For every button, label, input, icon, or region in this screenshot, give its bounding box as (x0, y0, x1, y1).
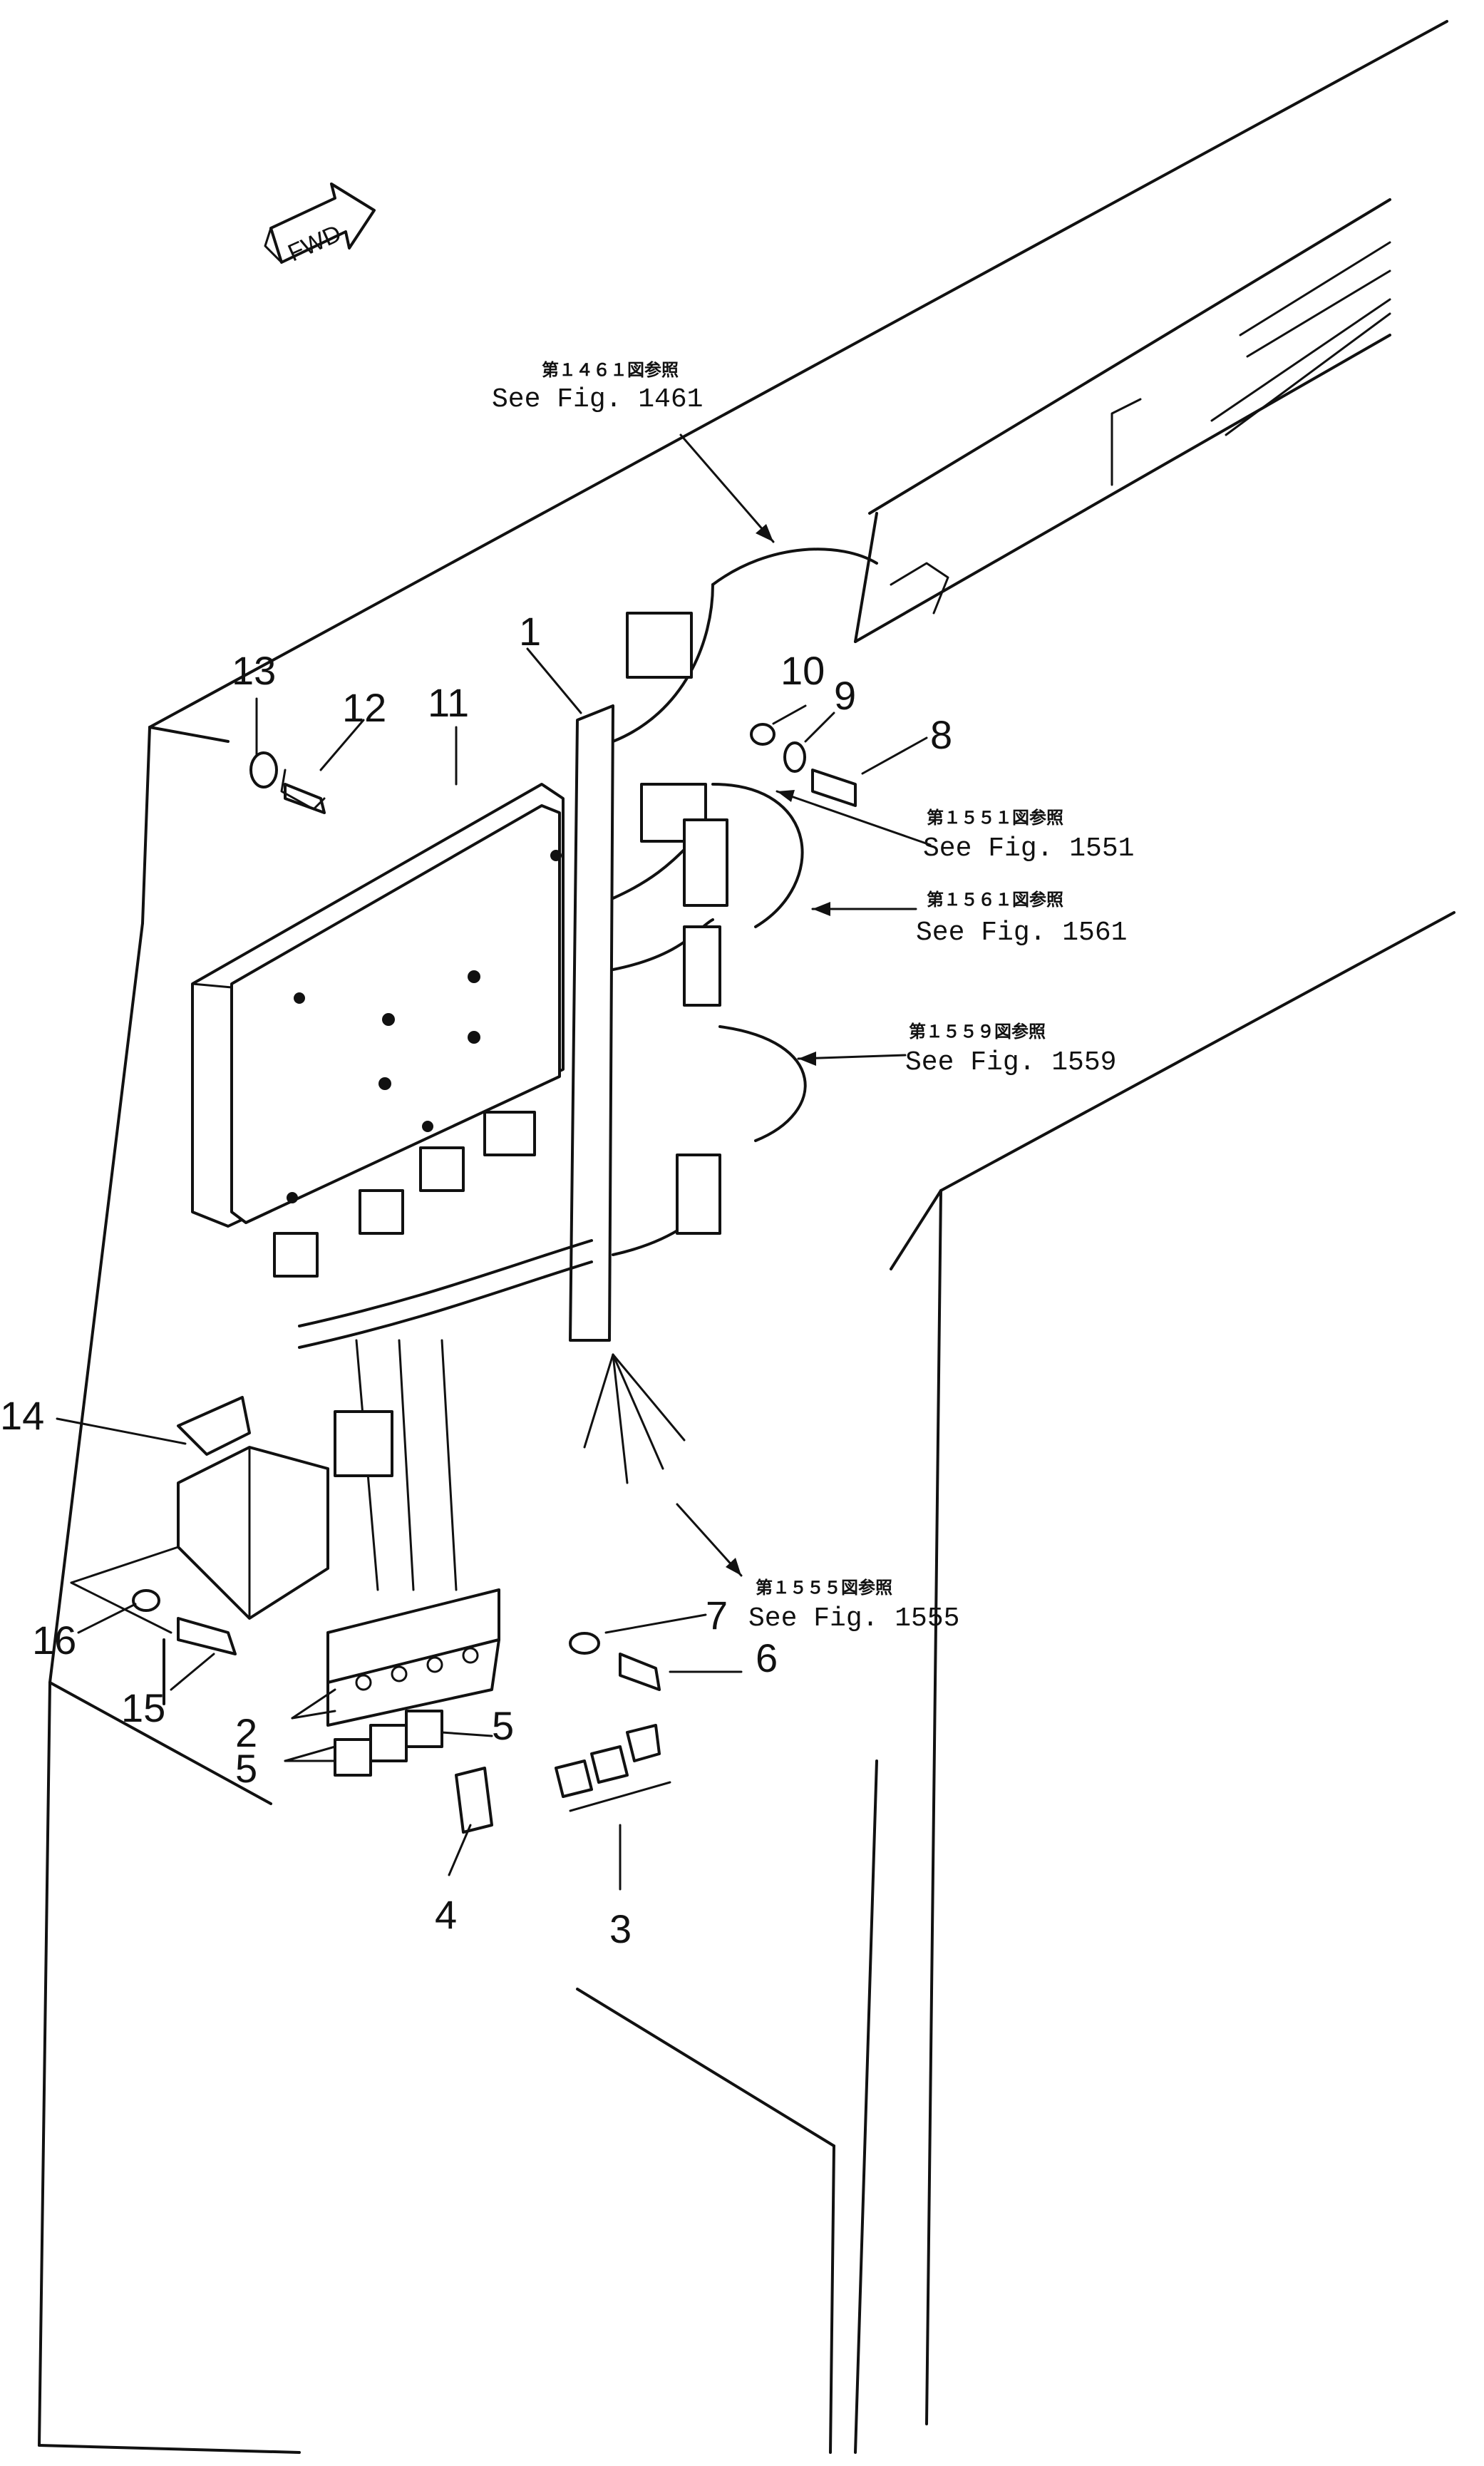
ecu-connector-4 (483, 1111, 536, 1156)
fuse-b (369, 1724, 408, 1762)
ref-1559-jp: 第１５５９図参照 (909, 1022, 1046, 1042)
callout-5-b: 5 (235, 1746, 257, 1791)
ref-1551-jp: 第１５５１図参照 (927, 808, 1063, 828)
fuse-a (334, 1738, 372, 1777)
ecu-connector-1 (273, 1232, 319, 1278)
callout-8: 8 (930, 712, 952, 757)
bolt-12 (284, 783, 326, 814)
callout-numbers: 1 2 3 4 5 5 6 7 8 9 10 11 12 13 14 15 16 (0, 609, 952, 1951)
figure-references: 第１４６１図参照 See Fig. 1461 第１５５１図参照 See Fig.… (492, 360, 1134, 1634)
callout-1: 1 (519, 609, 541, 654)
bolt-8 (811, 769, 857, 807)
washer-10 (750, 723, 776, 746)
ref-1561-jp: 第１５６１図参照 (927, 890, 1063, 910)
fuse-c (405, 1710, 443, 1748)
ref-1555-en: See Fig. 1555 (748, 1603, 959, 1634)
callout-7: 7 (706, 1593, 728, 1638)
hardware (132, 723, 857, 1691)
callout-13: 13 (232, 648, 276, 693)
callout-9: 9 (834, 673, 856, 718)
callout-6: 6 (756, 1635, 778, 1680)
cabinet-outline (38, 20, 1455, 2454)
wiring-harness (298, 548, 878, 1591)
fwd-arrow: FWD (264, 183, 376, 267)
washer-7 (569, 1632, 600, 1655)
callout-3: 3 (609, 1906, 632, 1951)
callout-4: 4 (435, 1892, 457, 1937)
callout-12: 12 (342, 685, 386, 730)
ecu-connector-2 (359, 1189, 404, 1235)
terminal-block (326, 1588, 500, 1727)
harness-connector-e (334, 1410, 393, 1477)
callout-11: 11 (428, 680, 469, 725)
relay-bracket (70, 1396, 329, 1634)
callout-5-a: 5 (492, 1703, 514, 1748)
ref-1461-jp: 第１４６１図参照 (542, 360, 679, 380)
bolt-6 (619, 1653, 661, 1691)
ref-1555-jp: 第１５５５図参照 (756, 1578, 892, 1598)
callout-15: 15 (121, 1685, 165, 1730)
callout-10: 10 (780, 648, 825, 693)
washer-13 (249, 751, 278, 788)
harness-connector-d (676, 1154, 721, 1235)
ref-1461-en: See Fig. 1461 (492, 384, 703, 415)
fuse-set (334, 1710, 443, 1777)
callout-14: 14 (0, 1393, 44, 1438)
bolt-15 (177, 1617, 237, 1655)
washer-16 (132, 1589, 160, 1612)
harness-connector-top (626, 612, 693, 679)
harness-connector-b (683, 818, 728, 907)
ecu-connector-3 (419, 1146, 465, 1192)
reference-arrows (676, 433, 932, 1577)
switch (455, 1767, 493, 1834)
harness-connector-c (683, 925, 721, 1007)
callout-2: 2 (235, 1710, 257, 1755)
ref-1561-en: See Fig. 1561 (916, 918, 1127, 948)
upper-rail (854, 198, 1391, 643)
diode-set (555, 1724, 661, 1798)
ref-1559-en: See Fig. 1559 (905, 1047, 1116, 1078)
ref-1551-en: See Fig. 1551 (923, 833, 1134, 864)
controller-unit (191, 783, 565, 1278)
leader-lines (56, 647, 928, 1891)
washer-9 (783, 741, 806, 773)
callout-16: 16 (32, 1618, 76, 1663)
